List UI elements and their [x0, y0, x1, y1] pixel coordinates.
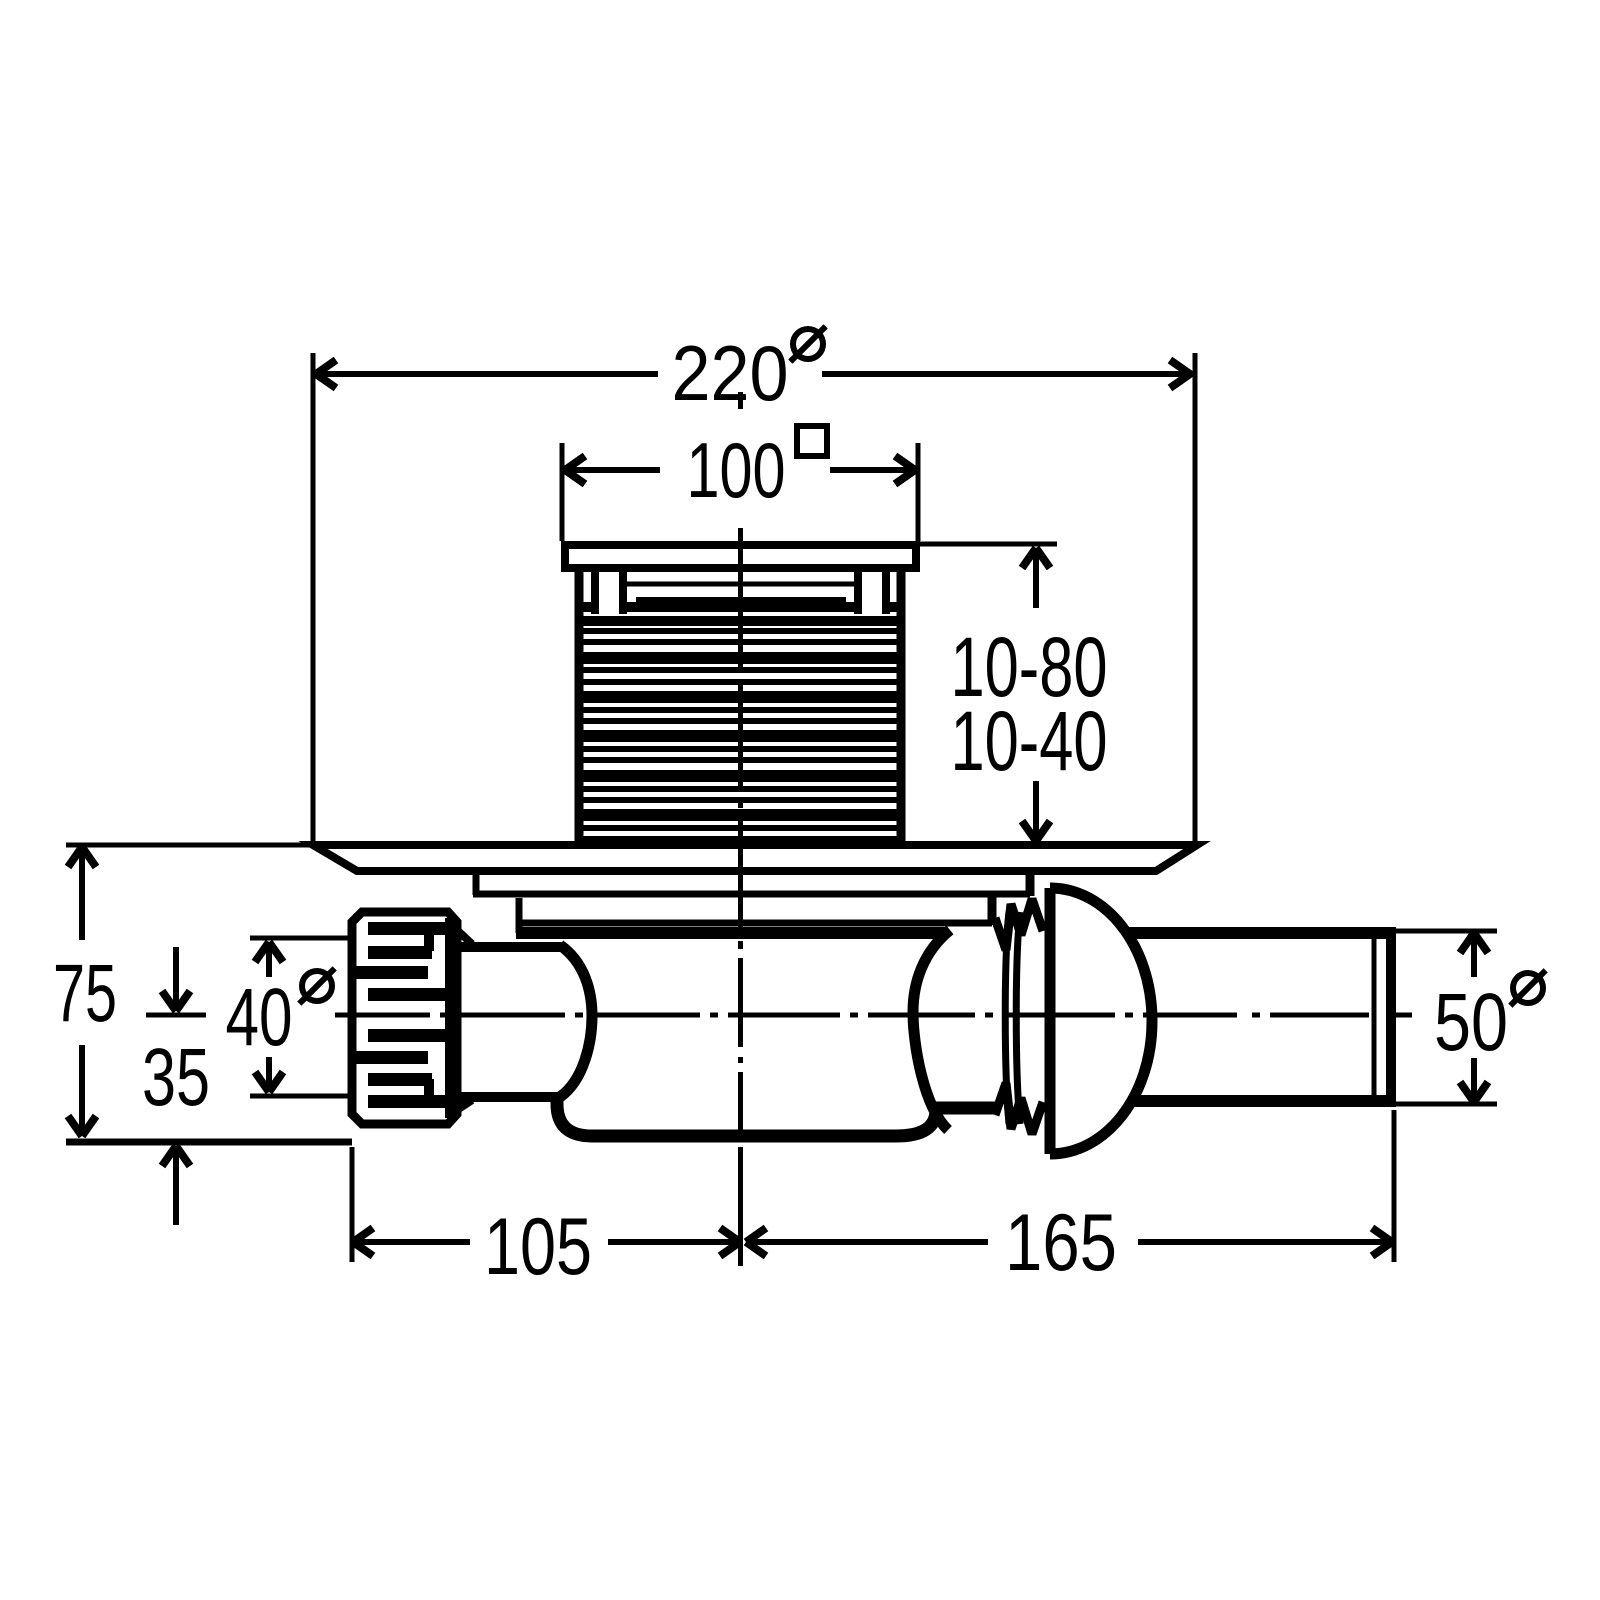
svg-text:105: 105: [484, 1202, 592, 1292]
svg-text:220: 220: [672, 329, 789, 417]
svg-text:165: 165: [1005, 1198, 1117, 1288]
svg-text:10-80: 10-80: [951, 620, 1108, 714]
svg-text:35: 35: [142, 1032, 210, 1123]
svg-text:50: 50: [1434, 977, 1508, 1068]
svg-text:10-40: 10-40: [951, 694, 1108, 788]
svg-text:75: 75: [53, 948, 117, 1039]
svg-text:100: 100: [687, 426, 786, 514]
svg-text:40: 40: [226, 972, 293, 1063]
